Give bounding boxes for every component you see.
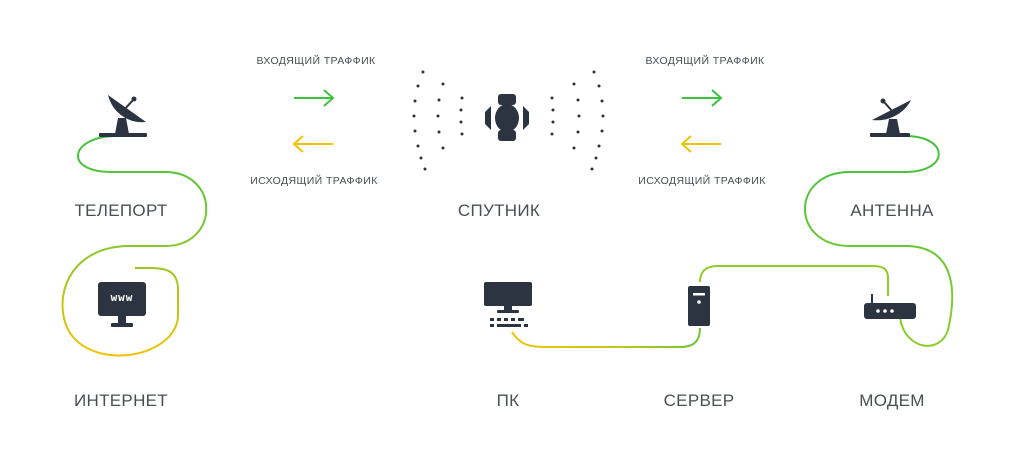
teleport-internet-link [61,135,208,357]
pc-server-link [511,327,701,348]
antenna-modem-link [804,135,954,347]
signal-waves-left [412,70,464,171]
right-outgoing-arrow [680,135,721,153]
monitor-www-text: www [110,291,134,304]
left-incoming-arrow [294,89,335,107]
antenna-label: АНТЕННА [850,201,934,220]
satellite-dish-icon [870,98,911,137]
teleport-label: ТЕЛЕПОРТ [74,201,168,220]
left-outgoing-traffic-label: ИСХОДЯЩИЙ ТРАФФИК [250,175,378,187]
right-outgoing-traffic-label: ИСХОДЯЩИЙ ТРАФФИК [638,175,766,187]
left-outgoing-arrow [292,135,333,153]
server-tower-icon [688,286,710,326]
server-label: СЕРВЕР [663,391,735,410]
desktop-computer-icon [484,282,532,327]
signal-waves-right [550,70,605,171]
modem-label: МОДЕМ [859,391,925,410]
modem-server-link [699,265,889,296]
satellite-label: СПУТНИК [457,201,541,220]
right-incoming-arrow [682,89,723,107]
right-incoming-traffic-label: ВХОДЯЩИЙ ТРАФФИК [645,55,765,67]
internet-label: ИНТЕРНЕТ [74,391,168,410]
satellite-icon [485,94,529,141]
monitor-www-icon [98,282,146,327]
pc-label: ПК [496,391,520,410]
modem-router-icon [864,294,916,319]
satellite-dish-icon [99,95,147,137]
left-incoming-traffic-label: ВХОДЯЩИЙ ТРАФФИК [256,55,376,67]
